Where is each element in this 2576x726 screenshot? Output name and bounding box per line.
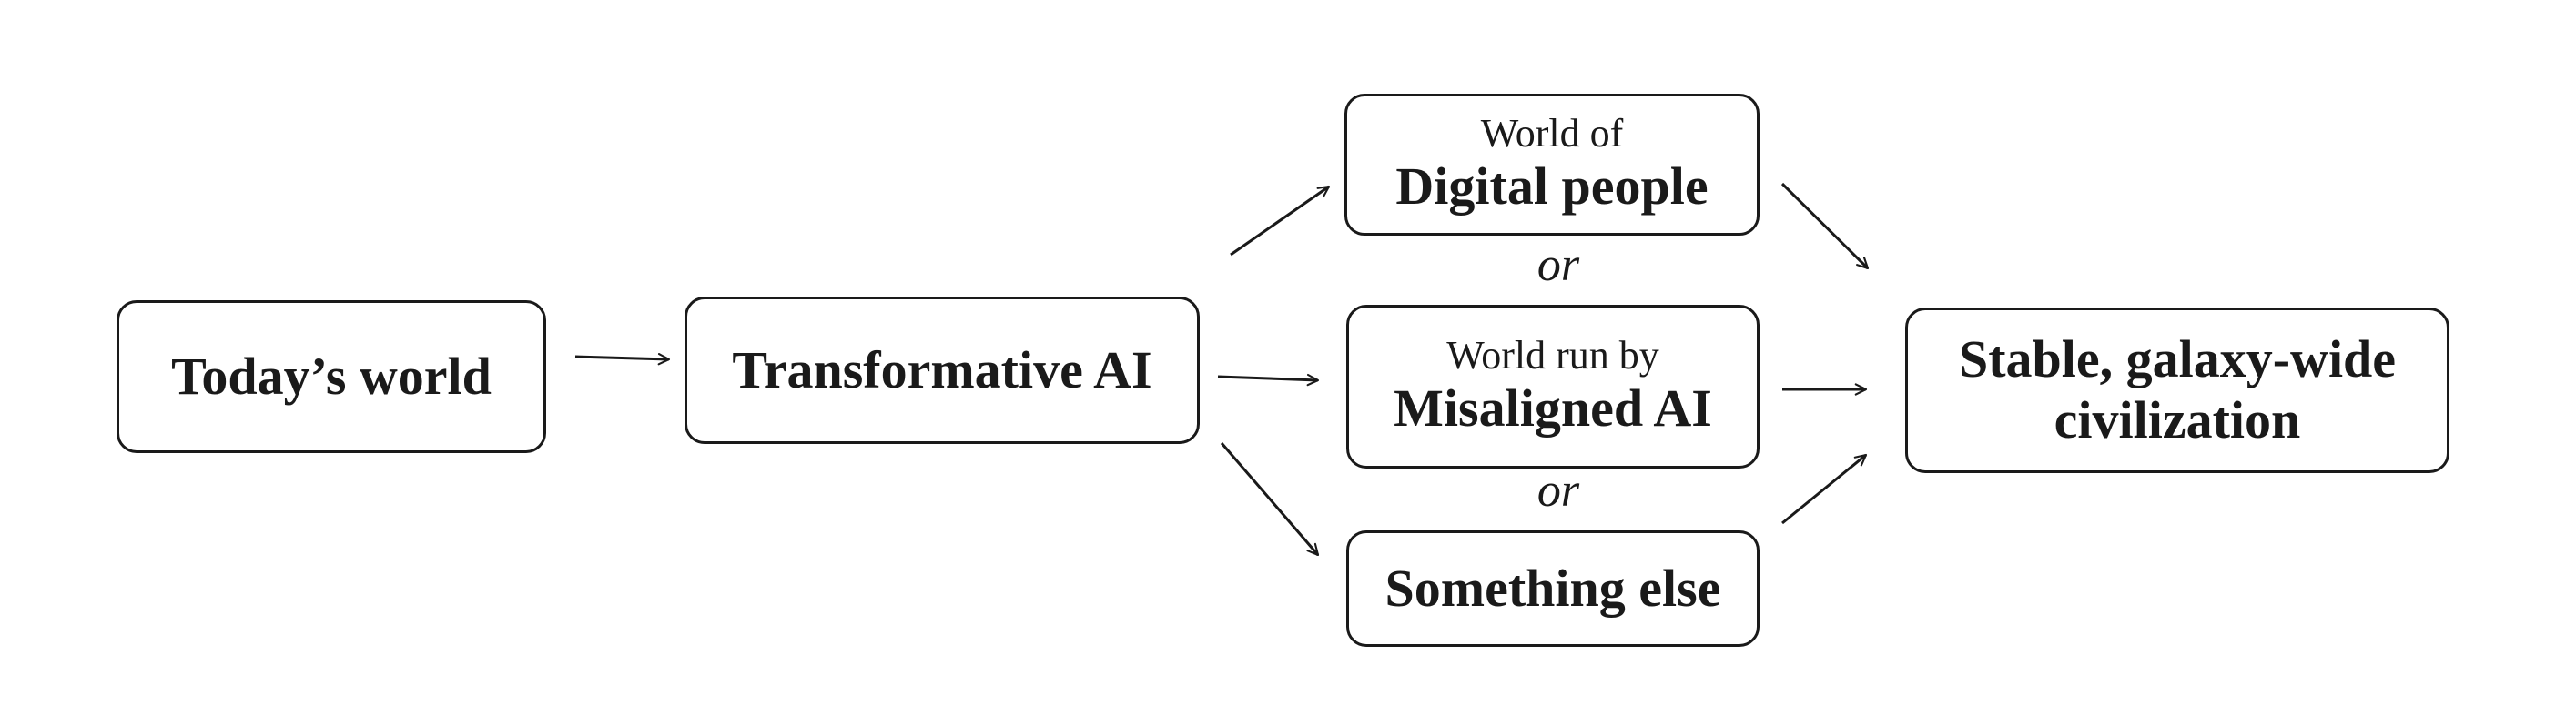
- node-misaligned-ai-prefix: World run by: [1446, 333, 1659, 378]
- node-digital-people-label: Digital people: [1395, 156, 1709, 216]
- arrow-transformative-to-misaligned: [1217, 373, 1320, 387]
- arrow-transformative-to-something-else: [1220, 442, 1320, 557]
- arrow-something-else-to-stable: [1781, 453, 1868, 525]
- node-something-else-label: Something else: [1384, 558, 1721, 618]
- or-connector-upper: or: [1536, 239, 1580, 291]
- node-stable-civilization-label: Stable, galaxy-wide civilization: [1958, 329, 2397, 449]
- node-digital-people-prefix: World of: [1480, 111, 1624, 156]
- node-stable-civilization: Stable, galaxy-wide civilization: [1905, 308, 2449, 473]
- arrow-today-to-transformative: [574, 353, 671, 366]
- node-digital-people: World of Digital people: [1344, 94, 1760, 236]
- node-todays-world: Today’s world: [117, 300, 546, 453]
- node-misaligned-ai-label: Misaligned AI: [1394, 378, 1712, 438]
- node-transformative-ai-label: Transformative AI: [732, 339, 1152, 399]
- arrow-transformative-to-digital: [1230, 185, 1331, 257]
- node-something-else: Something else: [1346, 530, 1760, 647]
- node-misaligned-ai: World run by Misaligned AI: [1346, 305, 1760, 469]
- arrow-digital-to-stable: [1780, 182, 1870, 270]
- or-connector-lower: or: [1536, 465, 1580, 517]
- node-transformative-ai: Transformative AI: [685, 297, 1200, 444]
- node-todays-world-label: Today’s world: [171, 346, 492, 406]
